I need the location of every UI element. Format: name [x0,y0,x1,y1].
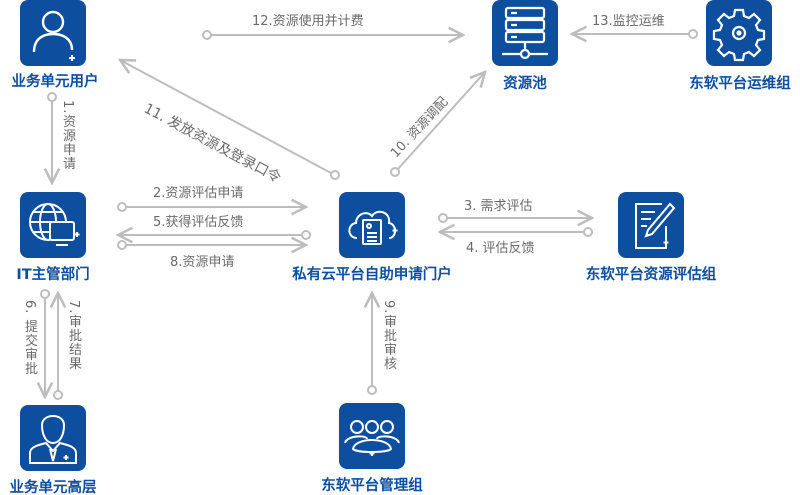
edge-label-1: 1.资源申请 [60,100,75,171]
team-icon [339,403,405,469]
edge-label-5: 5.获得评估反馈 [153,215,244,230]
node-label-biz-user: 业务单元用户 [11,74,99,90]
user-icon [20,0,86,66]
edge-11-arrow [120,60,340,180]
edge-label-9: 9.审批审核 [381,300,396,371]
globe-monitor-icon [20,192,86,258]
node-label-resource-pool: 资源池 [503,76,547,92]
edge-13-arrow [572,30,698,38]
edge-label-8: 8.资源申请 [170,255,235,270]
node-label-biz-exec: 业务单元高层 [9,480,97,495]
edge-6-arrow [41,289,49,397]
executive-icon [20,405,86,471]
edge-2-arrow [117,203,306,211]
edge-5-arrow [118,231,311,239]
node-label-portal: 私有云平台自助申请门户 [292,267,452,283]
edge-label-12: 12.资源使用并计费 [252,14,364,29]
node-label-it-dept: IT主管部门 [16,267,90,283]
cloud-document-icon [339,192,405,258]
edge-label-13: 13.监控运维 [592,14,665,29]
edge-7-arrow [54,293,62,400]
edge-label-2: 2.资源评估申请 [153,186,244,201]
node-label-eval-group: 东软平台资源评估组 [585,267,717,283]
edit-document-icon [618,192,684,258]
edge-label-4: 4. 评估反馈 [466,241,535,256]
server-icon [492,0,558,66]
edge-12-arrow [202,31,463,39]
edge-9-arrow [368,293,376,395]
edge-label-3: 3. 需求评估 [464,199,533,214]
node-label-ops-group: 东软平台运维组 [689,76,791,92]
edge-3-arrow [438,214,592,222]
node-label-mgmt-group: 东软平台管理组 [321,478,423,494]
edge-1-arrow [48,92,56,183]
edge-10-arrow [390,72,485,177]
edge-label-7: 7.审批结果 [66,300,81,371]
edge-label-6: 6. 提交审批 [22,300,37,376]
edge-4-arrow [440,228,593,236]
edge-8-arrow [117,241,306,249]
gear-icon [706,0,772,66]
